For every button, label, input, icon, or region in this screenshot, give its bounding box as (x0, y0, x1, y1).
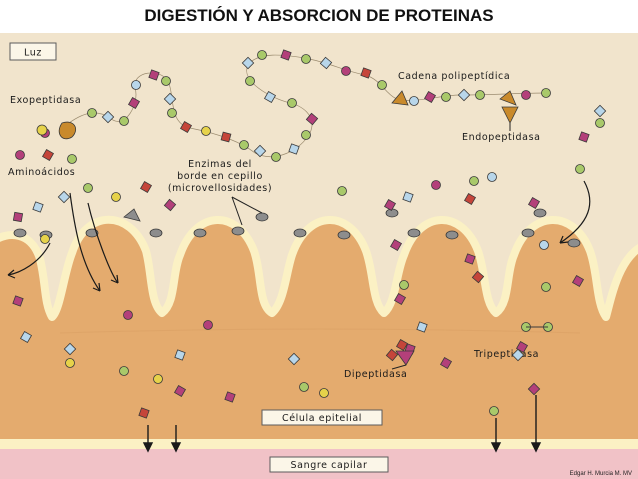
brush-border-pointer-2 (231, 196, 263, 214)
protein-digestion-diagram: Luz Exopeptidasa Aminoácidos Enzimas del… (0, 33, 638, 479)
dipeptidase-enzyme (395, 350, 415, 366)
brush-border-label-line2: borde en cepillo (177, 171, 263, 182)
amino-acids-label: Aminoácidos (8, 167, 75, 178)
blood-transport-arrows (142, 395, 542, 453)
brush-border-pointer-1 (231, 196, 243, 226)
lumen-free-molecules (12, 104, 607, 223)
brush-border-label-line3: (microvellosidades) (168, 183, 272, 194)
capillary-blood-label-box (269, 456, 389, 473)
epithelial-cell-label-box (261, 409, 383, 426)
endopeptidase-label: Endopeptidasa (462, 132, 541, 143)
polypeptide-chain-label: Cadena polipeptídica (398, 71, 510, 82)
dipeptidase-pointer (391, 364, 407, 370)
exopeptidase-label: Exopeptidasa (10, 95, 81, 106)
endopeptidase-enzyme (501, 106, 519, 124)
cell-shading (59, 328, 581, 334)
credit-text: Edgar H. Murcia M. MV (570, 471, 632, 477)
page-title: DIGESTIÓN Y ABSORCION DE PROTEINAS (144, 6, 494, 25)
lumen-label: Luz (24, 48, 42, 59)
epithelial-cell-label: Célula epitelial (282, 413, 362, 424)
exopeptidase-enzyme (58, 121, 76, 140)
brush-border-enzymes (13, 196, 581, 248)
brush-border-label-line1: Enzimas del (188, 159, 252, 170)
absorption-arrows (7, 180, 591, 292)
dipeptidase-label: Dipeptidasa (344, 369, 407, 380)
capillary-blood-label: Sangre capilar (291, 460, 368, 471)
tripeptidase-label: Tripeptidasa (473, 349, 539, 360)
lumen-label-box (9, 42, 57, 61)
released-amino-acid (36, 124, 48, 136)
